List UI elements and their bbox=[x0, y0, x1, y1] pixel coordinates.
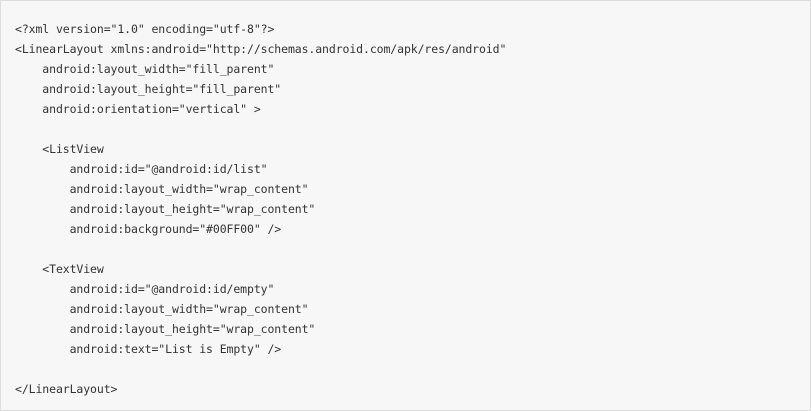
code-line-layout-height: android:layout_height="fill_parent" bbox=[15, 82, 282, 96]
code-line-textview-height: android:layout_height="wrap_content" bbox=[15, 322, 316, 336]
code-line-xml-declaration: <?xml version="1.0" encoding="utf-8"?> bbox=[15, 22, 275, 36]
code-line-listview-width: android:layout_width="wrap_content" bbox=[15, 182, 309, 196]
code-line-layout-width: android:layout_width="fill_parent" bbox=[15, 62, 275, 76]
code-line-listview-id: android:id="@android:id/list" bbox=[15, 162, 268, 176]
code-line-listview-background: android:background="#00FF00" /> bbox=[15, 222, 282, 236]
code-line-linearlayout-close: </LinearLayout> bbox=[15, 382, 118, 396]
code-line-blank bbox=[15, 359, 506, 379]
code-line-linearlayout-open: <LinearLayout xmlns:android="http://sche… bbox=[15, 42, 507, 56]
code-line-listview-height: android:layout_height="wrap_content" bbox=[15, 202, 316, 216]
code-line-textview-width: android:layout_width="wrap_content" bbox=[15, 302, 309, 316]
code-line-textview-open: <TextView bbox=[15, 262, 104, 276]
code-line-blank bbox=[15, 119, 506, 139]
code-line-textview-text: android:text="List is Empty" /> bbox=[15, 342, 282, 356]
code-lines: <?xml version="1.0" encoding="utf-8"?> <… bbox=[15, 19, 506, 399]
code-line-orientation: android:orientation="vertical" > bbox=[15, 102, 261, 116]
code-line-textview-id: android:id="@android:id/empty" bbox=[15, 282, 275, 296]
code-line-listview-open: <ListView bbox=[15, 142, 104, 156]
code-line-blank bbox=[15, 239, 506, 259]
